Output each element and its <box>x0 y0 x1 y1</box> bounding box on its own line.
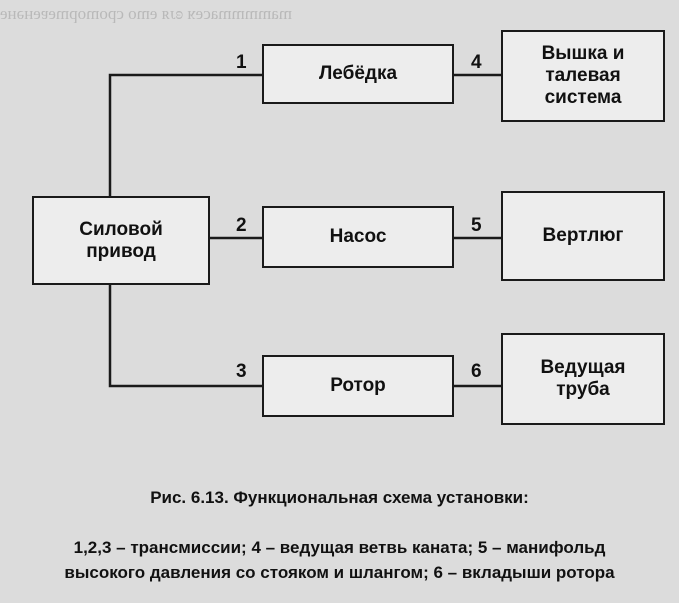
box-kelly: Ведущая труба <box>501 333 665 425</box>
box-winch: Лебёдка <box>262 44 454 104</box>
figure-caption-line2: высокого давления со стояком и шлангом; … <box>64 563 615 582</box>
figure-caption-line1: 1,2,3 – трансмиссии; 4 – ведущая ветвь к… <box>73 538 606 557</box>
label-5: 5 <box>471 215 482 236</box>
label-3: 3 <box>236 361 247 382</box>
box-derrick: Вышка и талевая система <box>501 30 665 122</box>
box-rotor-label: Ротор <box>330 375 386 396</box>
box-derrick-label: Вышка и талевая система <box>541 43 625 108</box>
box-winch-label: Лебёдка <box>318 63 398 84</box>
line-transmission-3 <box>108 283 263 388</box>
box-rotor: Ротор <box>262 355 454 417</box>
box-swivel-label: Вертлюг <box>542 225 624 246</box>
figure-caption-title: Рис. 6.13. Функциональная схема установк… <box>150 488 529 507</box>
box-kelly-label: Ведущая труба <box>540 357 626 400</box>
box-pump: Насос <box>262 206 454 268</box>
box-power-drive-label: Силовой привод <box>79 218 163 262</box>
label-1: 1 <box>236 52 247 73</box>
box-power-drive: Силовой привод <box>32 196 210 285</box>
box-swivel: Вертлюг <box>501 191 665 281</box>
box-pump-label: Насос <box>329 226 387 247</box>
label-4: 4 <box>471 52 482 73</box>
label-6: 6 <box>471 361 482 382</box>
label-2: 2 <box>236 215 247 236</box>
line-transmission-1 <box>108 73 263 197</box>
